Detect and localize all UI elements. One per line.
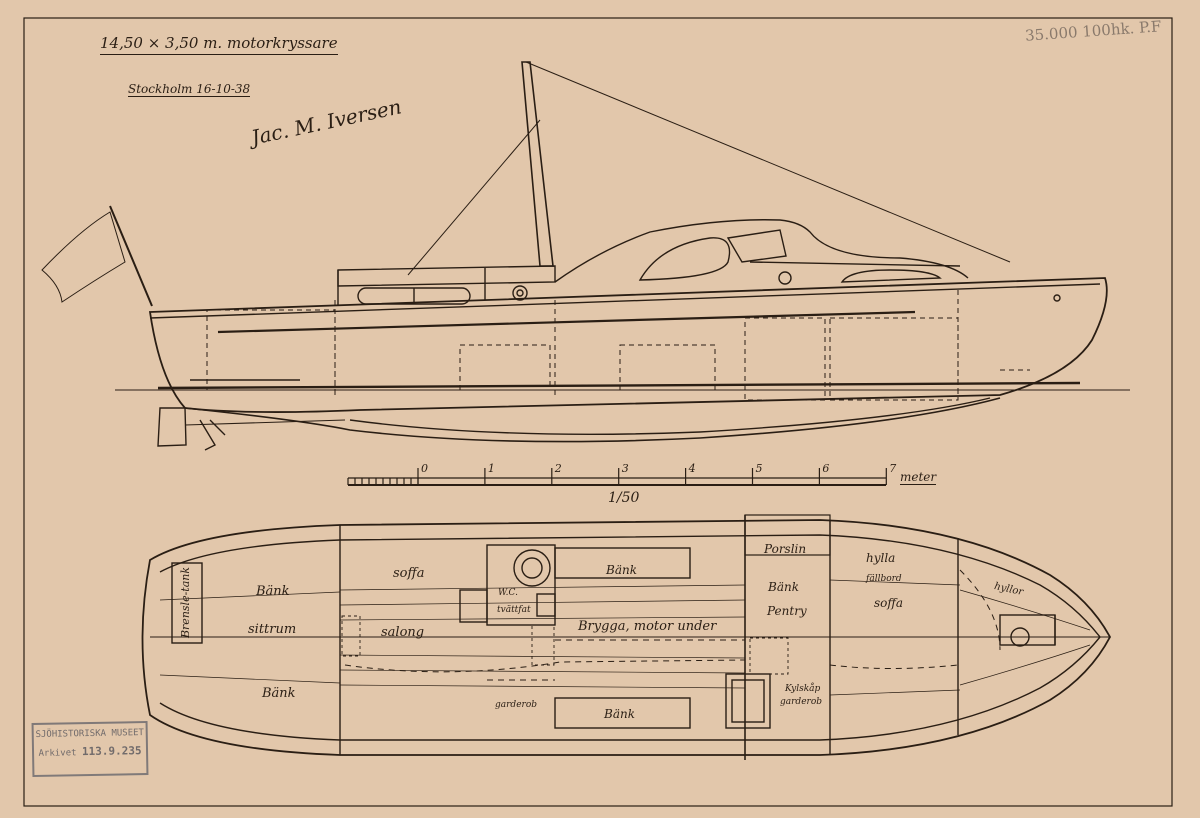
museum-stamp: SJÖHISTORISKA MUSEET Arkivet 113.9.235	[31, 720, 149, 778]
scale-tick-label: 1	[487, 462, 495, 475]
label-wc: W.C.	[498, 588, 518, 598]
label-bench-aft-bottom: Bänk	[262, 686, 296, 701]
stamp-line2: Arkivet 113.9.235	[34, 744, 146, 759]
scale-tick-label: 6	[822, 462, 830, 475]
border-frame	[23, 17, 1173, 807]
label-bench-fwd-top: Bänk	[256, 584, 290, 599]
drawing-title: 14,50 × 3,50 m. motorkryssare	[100, 34, 338, 55]
stamp-number: 113.9.235	[81, 744, 142, 759]
label-folding-table: fällbord	[866, 574, 902, 584]
scale-bar	[347, 468, 887, 486]
scale-tick-label: 7	[889, 462, 897, 475]
label-pantry: Pentry	[767, 604, 807, 618]
stamp-archive: Arkivet	[38, 748, 77, 759]
label-sofa: soffa	[393, 566, 425, 581]
scale-ratio: 1/50	[608, 490, 640, 506]
scale-tick-label: 3	[621, 462, 629, 475]
scale-unit: meter	[900, 470, 937, 485]
label-bench-top: Bänk	[606, 563, 637, 577]
scale-tick-label: 5	[755, 462, 763, 475]
label-fridge: Kylskåp	[785, 684, 821, 694]
label-bench-bottom: Bänk	[604, 707, 635, 721]
label-washstand: tvättfat	[497, 605, 531, 615]
scale-tick-label: 4	[688, 462, 696, 475]
label-porcelain: Porslin	[764, 542, 807, 556]
scale-tick-label: 0	[421, 462, 428, 475]
label-cockpit: sittrum	[248, 622, 297, 637]
label-bridge: Brygga, motor under	[578, 619, 717, 634]
label-bench-galley: Bänk	[768, 580, 799, 594]
label-shelf: hylla	[866, 551, 896, 565]
label-saloon: salong	[381, 625, 425, 640]
scale-tick-label: 2	[554, 462, 562, 475]
side-elevation	[41, 61, 1130, 451]
label-wardrobe: garderob	[780, 697, 822, 707]
deck-plan	[141, 514, 1112, 760]
stamp-line1: SJÖHISTORISKA MUSEET	[35, 728, 145, 740]
label-sofa-fwd: soffa	[874, 596, 904, 610]
label-wardrobe-small: garderob	[495, 700, 537, 710]
label-fuel-tank: Brensle-tank	[179, 566, 193, 639]
place-date: Stockholm 16-10-38	[128, 82, 251, 97]
